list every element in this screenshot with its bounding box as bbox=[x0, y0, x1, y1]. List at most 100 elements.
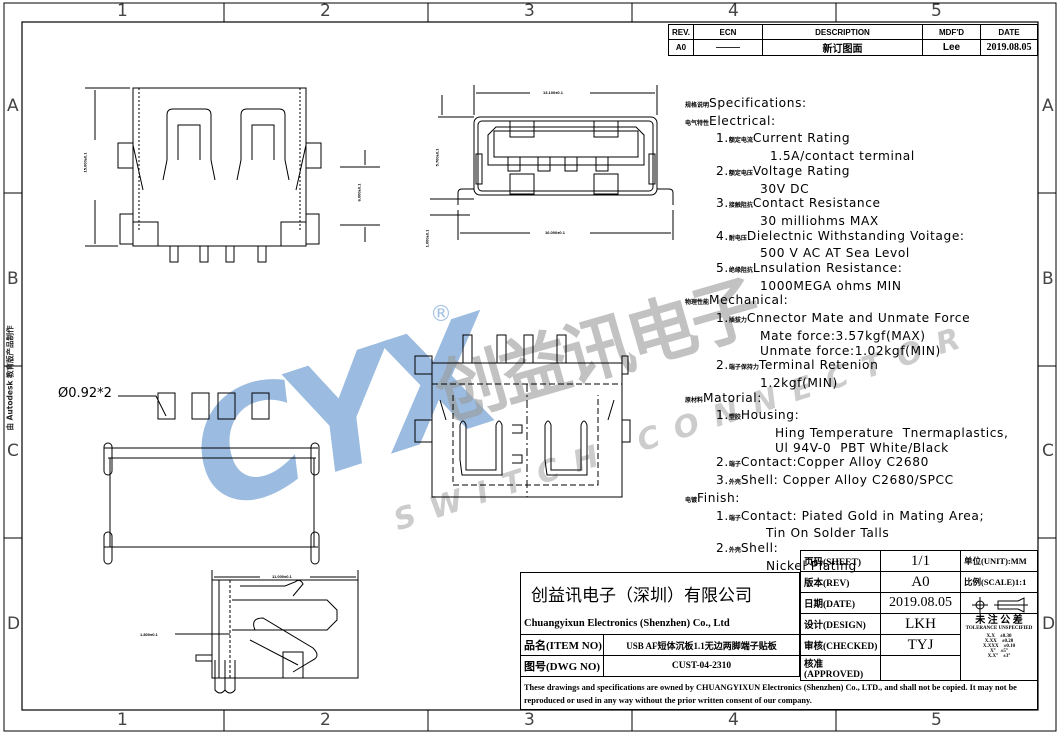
projection-symbol-cell bbox=[960, 592, 1038, 614]
company-name-cn: 创益讯电子（深圳）有限公司 bbox=[520, 572, 800, 614]
spec-line: 1.2kgf(MIN) bbox=[685, 376, 1008, 391]
spec-text: 1000MEGA ohms MIN bbox=[760, 278, 902, 293]
column-label: 1 bbox=[117, 1, 128, 21]
column-label: 3 bbox=[524, 1, 535, 21]
spec-line: 1.塑胶Housing: bbox=[685, 408, 1008, 426]
row-label: D bbox=[7, 614, 21, 634]
date-cell: 2019.08.05 bbox=[980, 39, 1038, 56]
column-label: 2 bbox=[320, 1, 331, 21]
spec-line: 1.额定电流Current Rating bbox=[685, 131, 1008, 149]
spec-text: Electrical: bbox=[709, 113, 776, 128]
row-label: A bbox=[1042, 96, 1054, 116]
spec-text: Matorial: bbox=[703, 390, 762, 405]
scale-label: 比例(SCALE)1:1 bbox=[960, 571, 1038, 593]
column-label: 1 bbox=[117, 710, 128, 730]
hole-note: Ø0.92*2 bbox=[58, 386, 112, 401]
spec-line: 500 V AC AT Sea Levol bbox=[685, 246, 1008, 261]
spec-line: 30V DC bbox=[685, 182, 1008, 197]
spec-text: Finish: bbox=[697, 490, 741, 505]
dwg-value: CUST-04-2310 bbox=[603, 655, 800, 677]
row-label: C bbox=[1042, 441, 1054, 461]
dwg-label: 图号(DWG NO) bbox=[520, 655, 604, 677]
tolerance-row: X.X° ±3° bbox=[987, 654, 1011, 659]
spec-text: Dielectnic Withstanding Voitage: bbox=[746, 228, 965, 243]
dimension-label: 13.100±0.1 bbox=[543, 90, 563, 95]
design-value: LKH bbox=[880, 613, 961, 635]
tolerance-title: 未 注 公 差 bbox=[975, 615, 1023, 626]
spec-line: Unmate force:1.02kgf(MIN) bbox=[685, 344, 1008, 359]
spec-cn-label: 端子保持力 bbox=[728, 364, 759, 372]
spec-number: 1. bbox=[716, 131, 729, 146]
spec-number: 1. bbox=[716, 508, 729, 523]
spec-text: Unmate force:1.02kgf(MIN) bbox=[760, 343, 941, 358]
spec-number: 1. bbox=[716, 408, 729, 423]
spec-line: 4.耐电压Dielectnic Withstanding Voitage: bbox=[685, 229, 1008, 247]
dimension-label: 16.000±0.1 bbox=[545, 230, 565, 235]
specifications-text: 规格说明Specifications:电气特性Electrical:1.额定电流… bbox=[685, 96, 1008, 573]
column-label: 5 bbox=[931, 710, 942, 730]
spec-line: 2.端子保持力Terminal Retenion bbox=[685, 358, 1008, 376]
spec-line: 原材料Matorial: bbox=[685, 391, 1008, 409]
spec-cn-label: 端子 bbox=[728, 461, 741, 469]
spec-text: Shell: Copper Alloy C2680/SPCC bbox=[740, 473, 954, 488]
dimension-label: 15.000±0.1 bbox=[82, 152, 88, 173]
spec-number: 3. bbox=[716, 473, 729, 488]
date-label: 日期(DATE) bbox=[800, 592, 881, 614]
spec-text: Specifications: bbox=[709, 96, 807, 110]
spec-text: Terminal Retenion bbox=[758, 358, 879, 373]
checked-value: TYJ bbox=[880, 634, 961, 656]
description-cell: 新订图面 bbox=[762, 39, 923, 56]
spec-cn-label: 耐电压 bbox=[728, 234, 747, 242]
spec-number: 5. bbox=[716, 261, 729, 276]
rev-value: A0 bbox=[880, 571, 961, 593]
company-name-en: Chuangyixun Electronics (Shenzhen) Co., … bbox=[520, 613, 800, 635]
spec-number: 2. bbox=[716, 358, 729, 373]
title-block-left: 创益讯电子（深圳）有限公司 Chuangyixun Electronics (S… bbox=[520, 572, 800, 677]
spec-line: 30 milliohms MAX bbox=[685, 214, 1008, 229]
spec-cn-label: 接触阻抗 bbox=[728, 202, 753, 210]
spec-number: 4. bbox=[716, 228, 729, 243]
spec-text: Shell: bbox=[740, 540, 779, 555]
spec-line: 2.额定电压Voltage Rating bbox=[685, 164, 1008, 182]
spec-text: Voltage Rating bbox=[752, 163, 851, 178]
dimension-label: 5.700±0.1 bbox=[434, 148, 440, 167]
ecn-header: ECN bbox=[693, 24, 763, 40]
modified-cell: Lee bbox=[922, 39, 981, 56]
column-label: 2 bbox=[320, 710, 331, 730]
spec-cn-label: 外壳 bbox=[728, 546, 741, 554]
spec-line: Tin On Solder Talls bbox=[685, 526, 1008, 541]
disclaimer: These drawings and specifications are ow… bbox=[520, 677, 1038, 710]
tolerance-row: X.XX ±0.20 bbox=[984, 639, 1014, 644]
spec-text: 30 milliohms MAX bbox=[760, 213, 879, 228]
design-label: 设计(DESIGN) bbox=[800, 613, 881, 635]
spec-line: Mate force:3.57kgf(MAX) bbox=[685, 329, 1008, 344]
spec-text: Current Rating bbox=[752, 131, 851, 146]
tolerance-subtitle: TOLERANCE UNSPECIFIED bbox=[965, 626, 1033, 631]
spec-line: Hing Temperature Tnermaplastics, bbox=[685, 426, 1008, 441]
spec-text: Cnnector Mate and Unmate Force bbox=[746, 311, 971, 326]
spec-number: 2. bbox=[716, 455, 729, 470]
unit-label: 单位(UNIT):MM bbox=[960, 550, 1038, 572]
dimension-label: 6.000±0.1 bbox=[356, 183, 362, 202]
item-value: USB AF短体沉板1.1无边两脚端子贴板 bbox=[603, 634, 800, 656]
rev-header: REV. bbox=[668, 24, 694, 40]
spec-text: Tin On Solder Talls bbox=[766, 526, 890, 541]
tolerance-row: X° ±5° bbox=[990, 649, 1008, 654]
spec-text: Mate force:3.57kgf(MAX) bbox=[760, 328, 926, 343]
spec-line: Ul 94V-0 PBT White/Black bbox=[685, 441, 1008, 456]
spec-cn-label: 端子 bbox=[728, 514, 741, 522]
spec-text: 30V DC bbox=[760, 181, 810, 196]
dimension-label: 1.800±0.1 bbox=[140, 632, 158, 637]
spec-cn-label: 额定电压 bbox=[728, 169, 753, 177]
spec-cn-label: 电气特性 bbox=[685, 119, 710, 127]
top-view bbox=[85, 87, 380, 263]
column-label: 4 bbox=[728, 1, 739, 21]
pcb-footprint bbox=[103, 392, 320, 565]
spec-text: Hing Temperature Tnermaplastics, bbox=[775, 426, 1009, 441]
front-view bbox=[430, 85, 674, 240]
spec-text: 1.2kgf(MIN) bbox=[760, 375, 838, 390]
